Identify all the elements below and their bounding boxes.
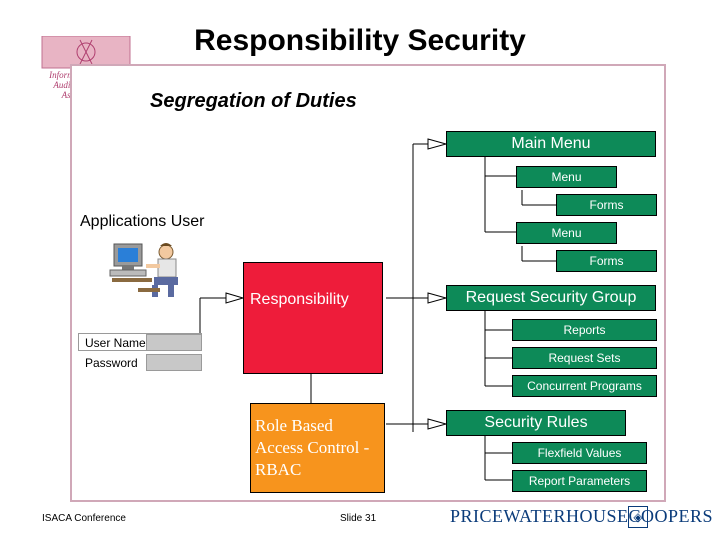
pwc-logo-text: PRICEWATERHOUSECOOPERS <box>450 506 714 526</box>
arrow-main-menu <box>427 138 448 150</box>
password-label: Password <box>85 356 138 370</box>
forms-box: Forms <box>556 250 657 272</box>
footer-conference: ISACA Conference <box>42 513 126 524</box>
flexfield-values-box: Flexfield Values <box>512 442 647 464</box>
user-computer-icon <box>109 243 178 297</box>
slide-number: Slide 31 <box>340 513 377 524</box>
concurrent-programs-box: Concurrent Programs <box>512 375 657 397</box>
user-name-field[interactable] <box>146 334 202 351</box>
request-security-group-box: Request Security Group <box>446 285 656 311</box>
applications-user-label: Applications User <box>80 213 205 230</box>
responsibility-box: Responsibility <box>243 262 383 374</box>
user-name-label: User Name <box>85 336 146 350</box>
report-parameters-box: Report Parameters <box>512 470 647 492</box>
arrow-responsibility <box>225 292 245 304</box>
request-sets-box: Request Sets <box>512 347 657 369</box>
slide-subtitle: Segregation of Duties <box>150 90 357 112</box>
arrow-security-rules <box>427 418 448 430</box>
forms-box: Forms <box>556 194 657 216</box>
arrow-request-security <box>427 292 448 304</box>
reports-box: Reports <box>512 319 657 341</box>
main-menu-box: Main Menu <box>446 131 656 157</box>
rbac-box: Role Based Access Control - RBAC <box>250 403 385 493</box>
pwc-emblem-icon: ◈ <box>628 506 648 528</box>
slide-title: Responsibility Security <box>194 24 526 57</box>
password-field[interactable] <box>146 354 202 371</box>
menu-box: Menu <box>516 166 617 188</box>
menu-box: Menu <box>516 222 617 244</box>
security-rules-box: Security Rules <box>446 410 626 436</box>
